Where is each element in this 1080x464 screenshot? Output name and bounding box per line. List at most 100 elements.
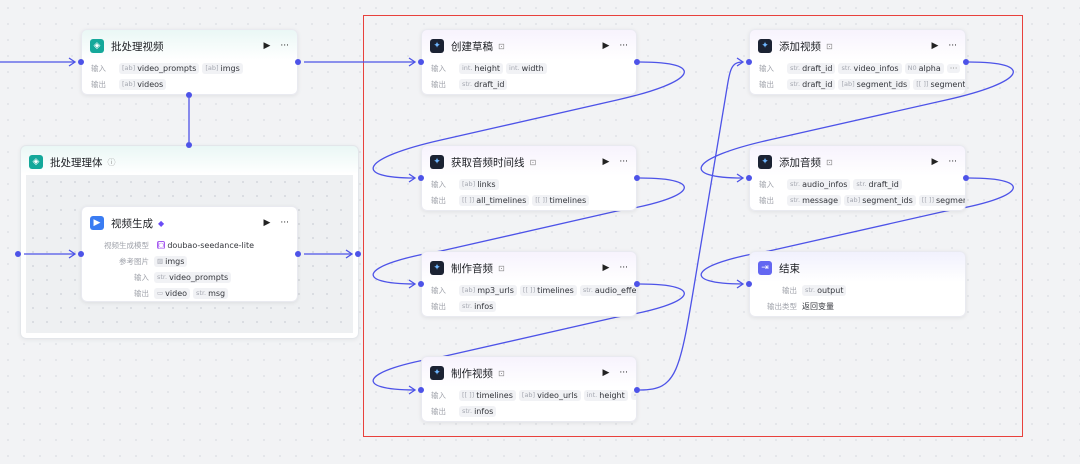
connection-port[interactable]	[746, 175, 752, 181]
run-button[interactable]: ▶	[602, 157, 610, 167]
more-params-button[interactable]: ···	[630, 390, 636, 400]
array-type-icon: [ab]	[205, 64, 219, 72]
connection-port[interactable]	[295, 59, 301, 65]
connection-port[interactable]	[418, 387, 424, 393]
run-button[interactable]: ▶	[602, 41, 610, 51]
param-tag: str.audio_effect	[579, 284, 636, 296]
node-actions: ▶ ···	[263, 41, 289, 51]
connection-port[interactable]	[418, 59, 424, 65]
connection-port[interactable]	[634, 175, 640, 181]
param-name: video	[165, 288, 188, 298]
plugin-icon: ✦	[430, 155, 444, 169]
connection-port[interactable]	[634, 281, 640, 287]
connection-port[interactable]	[746, 59, 752, 65]
connection-port[interactable]	[186, 92, 192, 98]
more-menu-button[interactable]: ···	[619, 41, 628, 51]
edge[interactable]	[639, 61, 744, 391]
edge[interactable]	[372, 283, 685, 391]
plugin-badge-icon: ⊡	[826, 157, 833, 167]
node-actions: ▶ ···	[263, 218, 289, 228]
param-name: segment_infos	[930, 79, 965, 89]
param-name: message	[802, 195, 839, 205]
param-tag: ▨imgs	[154, 255, 188, 267]
edge-arrow-icon	[736, 279, 745, 289]
more-params-button[interactable]: ···	[946, 63, 961, 73]
more-menu-button[interactable]: ···	[280, 41, 289, 51]
row-label: 输出	[134, 288, 149, 298]
str-type-icon: str.	[157, 273, 168, 281]
connection-port[interactable]	[746, 281, 752, 287]
param-tag: [ab]mp3_urls	[459, 284, 517, 296]
connection-port[interactable]	[78, 59, 84, 65]
node-title: 获取音频时间线	[451, 156, 525, 169]
node-actions: ▶ ···	[602, 368, 628, 378]
connection-port[interactable]	[634, 387, 640, 393]
file-type-icon: ▭	[157, 289, 164, 297]
more-menu-button[interactable]: ···	[619, 263, 628, 273]
node-title: 结束	[779, 262, 800, 275]
param-row: 输入[ab]links	[422, 176, 636, 192]
connection-port[interactable]	[418, 175, 424, 181]
more-menu-button[interactable]: ···	[948, 41, 957, 51]
row-label: 输出	[431, 195, 446, 205]
node-title: 制作音频	[451, 262, 493, 275]
connection-port[interactable]	[78, 251, 84, 257]
param-name: height	[599, 390, 625, 400]
node-make-video[interactable]: ✦制作视频⊡▶···输入[[ ]]timelines[ab]video_urls…	[421, 356, 637, 422]
run-button[interactable]: ▶	[931, 41, 939, 51]
param-row: 视频生成模型◙doubao-seedance-lite	[82, 237, 297, 253]
edge-arrow-icon	[68, 57, 77, 67]
edge[interactable]	[700, 61, 1014, 179]
edge[interactable]	[700, 177, 1014, 285]
connection-port[interactable]	[15, 251, 21, 257]
run-button[interactable]: ▶	[263, 218, 271, 228]
connection-port[interactable]	[418, 281, 424, 287]
plugin-icon: ✦	[430, 261, 444, 275]
connection-port[interactable]	[963, 59, 969, 65]
connection-port[interactable]	[186, 142, 192, 148]
param-tag: str.audio_infos	[787, 178, 851, 190]
edge-arrow-icon	[408, 57, 417, 67]
edge[interactable]	[372, 177, 685, 285]
connection-port[interactable]	[295, 251, 301, 257]
run-button[interactable]: ▶	[602, 368, 610, 378]
str-type-icon: str.	[856, 180, 867, 188]
param-row: 输出[[ ]]all_timelines[[ ]]timelines	[422, 192, 636, 208]
param-tag: str.infos	[459, 300, 497, 312]
more-menu-button[interactable]: ···	[948, 157, 957, 167]
param-tag: [ab]video_urls	[518, 389, 581, 401]
more-menu-button[interactable]: ···	[619, 368, 628, 378]
edge[interactable]	[372, 61, 685, 179]
connection-port[interactable]	[355, 251, 361, 257]
connection-port[interactable]	[634, 59, 640, 65]
node-actions: ▶ ···	[602, 41, 628, 51]
connection-port[interactable]	[963, 175, 969, 181]
run-button[interactable]: ▶	[263, 41, 271, 51]
param-name: timelines	[549, 195, 587, 205]
more-menu-button[interactable]: ···	[619, 157, 628, 167]
param-name: draft_id	[868, 179, 899, 189]
more-menu-button[interactable]: ···	[280, 218, 289, 228]
param-name: audio_infos	[802, 179, 848, 189]
str-type-icon: str.	[790, 196, 801, 204]
run-button[interactable]: ▶	[602, 263, 610, 273]
row-label: 输入	[431, 63, 446, 73]
param-name: timelines	[537, 285, 574, 295]
node-header: ✦制作视频⊡▶···	[422, 359, 636, 387]
edge-arrow-icon	[408, 385, 417, 395]
run-button[interactable]: ▶	[931, 157, 939, 167]
param-name: videos	[137, 79, 164, 89]
info-icon[interactable]: ⓘ	[107, 157, 116, 167]
